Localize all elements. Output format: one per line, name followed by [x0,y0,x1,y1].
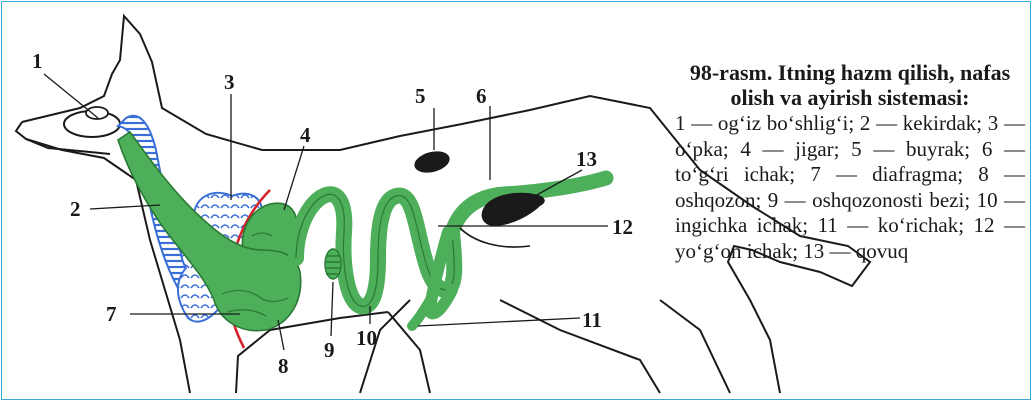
kidney [412,148,452,176]
caecum [412,300,430,326]
figure-caption: 98-rasm. Itning hazm qilish, nafas olish… [675,60,1025,264]
label-10: 10 [356,326,377,350]
label-3: 3 [224,70,235,94]
label-7: 7 [106,302,117,326]
label-4: 4 [300,123,311,147]
label-8: 8 [278,354,289,378]
label-12: 12 [612,215,633,239]
label-2: 2 [70,197,81,221]
figure-title: 98-rasm. Itning hazm qilish, nafas olish… [675,60,1025,110]
label-5: 5 [415,84,426,108]
label-6: 6 [476,84,487,108]
label-1: 1 [32,49,43,73]
label-11: 11 [582,308,602,332]
figure-legend: 1 — og‘iz bo‘shlig‘i; 2 — kekirdak; 3 — … [675,111,1025,264]
label-9: 9 [324,338,335,362]
pancreas [325,249,341,279]
label-13: 13 [576,147,597,171]
